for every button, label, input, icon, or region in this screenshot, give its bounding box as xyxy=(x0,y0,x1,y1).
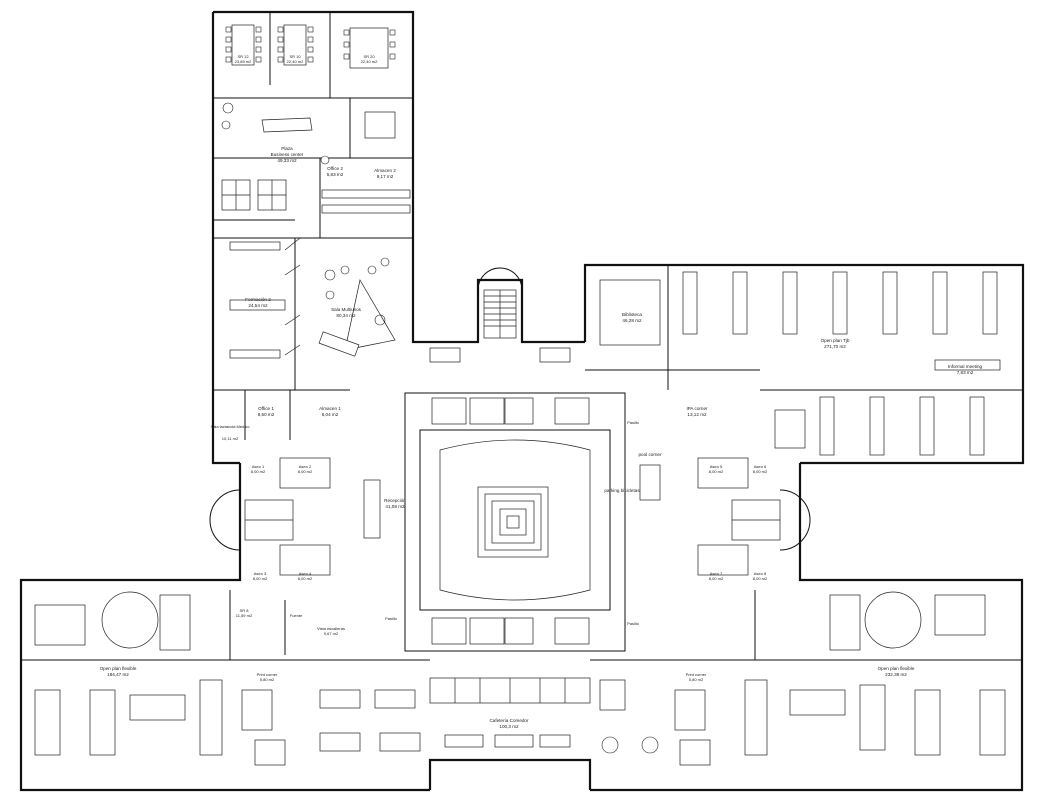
room-label-pasillo-left: Pasillo xyxy=(385,616,398,621)
room-label-print-left: Print corner xyxy=(257,672,278,677)
room-area-informal-meeting: 7,83 m2 xyxy=(957,370,974,375)
room-label-aseo3: Aseo 3 xyxy=(254,571,267,576)
room-label-open-plan-top: Open plan Tjb xyxy=(821,338,850,343)
room-label-sr12: SR 12 xyxy=(237,54,249,59)
room-label-aseo5: Aseo 5 xyxy=(710,464,723,469)
room-label-recepcion: Recepción xyxy=(384,498,406,503)
room-label-informal-meeting: Informal meeting xyxy=(948,364,983,369)
room-label-aseo1: Aseo 1 xyxy=(252,464,265,469)
cafeteria xyxy=(429,677,659,754)
room-area-plaza: 49,33 m2 xyxy=(277,158,297,163)
room-label-ipa-corner: IPA corner xyxy=(686,406,708,411)
east-wing xyxy=(585,265,1023,501)
southwest-open-plan xyxy=(21,590,430,766)
room-area-aseo3: 8,00 m2 xyxy=(253,576,268,581)
room-area-almacen2: 9,17 m2 xyxy=(377,174,394,179)
room-area-ipa-corner: 13,12 m2 xyxy=(687,412,707,417)
room-area-aseo8: 8,00 m2 xyxy=(753,576,768,581)
room-label-office1: Office 1 xyxy=(258,406,274,411)
room-label-pasillo-right: Pasillo xyxy=(627,621,640,626)
room-area-aseo5: 8,00 m2 xyxy=(709,469,724,474)
room-area-aseo1: 8,00 m2 xyxy=(251,469,266,474)
room-label-sala-lactancia: Sala lactancia Medico xyxy=(211,424,251,429)
room-label-aseo4: Aseo 4 xyxy=(299,571,312,576)
room-label-plaza: Plaza xyxy=(281,146,293,151)
room-label-fuente: Fuente xyxy=(290,613,303,618)
room-area-formacion: 24,54 m2 xyxy=(248,303,268,308)
room-area-recepcion: 41,08 m2 xyxy=(385,504,405,509)
room-area-open-plan-right: 232,38 m2 xyxy=(885,672,907,677)
room-area-print-right: 5,80 m2 xyxy=(689,677,704,682)
room-label-open-plan-right: Open plan flexible xyxy=(878,666,915,671)
north-wing xyxy=(213,12,413,440)
room-area-office2: 5,83 m2 xyxy=(327,172,344,177)
room-area-office1: 8,50 m2 xyxy=(258,412,275,417)
room-label-pool-corner: pool corner xyxy=(639,452,662,457)
outer-walls xyxy=(19,10,1025,792)
room-area-sr20: 22,40 m2 xyxy=(361,59,378,64)
room-area-vista-escalleras: 9,67 m2 xyxy=(324,631,339,636)
room-label-print-right: Print corner xyxy=(686,672,707,677)
room-label-almacen2: Almacen 2 xyxy=(374,168,396,173)
room-label-cafeteria: Cafetería Comedor xyxy=(489,718,529,723)
room-sub-plaza: Business center xyxy=(271,152,304,157)
room-area-open-plan-left: 184,47 m2 xyxy=(107,672,129,677)
room-area-almacen1: 6,04 m2 xyxy=(322,412,339,417)
side-stairs xyxy=(209,457,811,576)
room-label-aseo6: Aseo 6 xyxy=(754,464,767,469)
room-label-aseo2: Aseo 2 xyxy=(299,464,312,469)
room-label-sr20: SR 20 xyxy=(363,54,375,59)
room-label-sr10: SR 10 xyxy=(289,54,301,59)
room-area-biblioteca: 46,28 m2 xyxy=(622,318,642,323)
main-staircase xyxy=(429,267,571,363)
room-label-formacion: Formación 2 xyxy=(245,297,271,302)
room-label-parking: parking bicicletas xyxy=(604,488,640,493)
room-area-sr12: 23,89 m2 xyxy=(235,59,252,64)
room-label-office2: Office 2 xyxy=(327,166,343,171)
room-area-sala-lactancia: 10,11 m2 xyxy=(222,436,239,441)
room-label-sala-multiusos: Sala Multiusos xyxy=(331,307,362,312)
room-label-pasillo-top: Pasillo xyxy=(627,420,640,425)
room-area-aseo6: 8,00 m2 xyxy=(753,469,768,474)
room-label-aseo8: Aseo 8 xyxy=(754,571,767,576)
room-label-vista-escalleras: Vista escalleras xyxy=(317,626,345,631)
room-labels: SR 12 23,89 m2 SR 10 22,40 m2 SR 20 22,4… xyxy=(100,54,983,729)
room-label-almacen1: Almacen 1 xyxy=(319,406,341,411)
room-area-cafeteria: 100,3 m2 xyxy=(499,724,519,729)
room-area-sala-multiusos: 80,34 m2 xyxy=(336,313,356,318)
room-label-open-plan-left: Open plan flexible xyxy=(100,666,137,671)
room-label-sr8: SR 8 xyxy=(240,608,250,613)
room-area-open-plan-top: 271,70 m2 xyxy=(824,344,846,349)
room-label-biblioteca: Biblioteca xyxy=(622,312,642,317)
room-area-aseo7: 8,00 m2 xyxy=(709,576,724,581)
room-area-sr10: 22,40 m2 xyxy=(287,59,304,64)
room-area-aseo4: 8,00 m2 xyxy=(298,576,313,581)
southeast-open-plan xyxy=(590,590,1022,766)
room-area-aseo2: 8,00 m2 xyxy=(298,469,313,474)
room-label-aseo7: Aseo 7 xyxy=(710,571,723,576)
room-area-print-left: 5,80 m2 xyxy=(260,677,275,682)
room-area-sr8: 11,59 m2 xyxy=(236,613,253,618)
central-hall xyxy=(363,397,611,645)
